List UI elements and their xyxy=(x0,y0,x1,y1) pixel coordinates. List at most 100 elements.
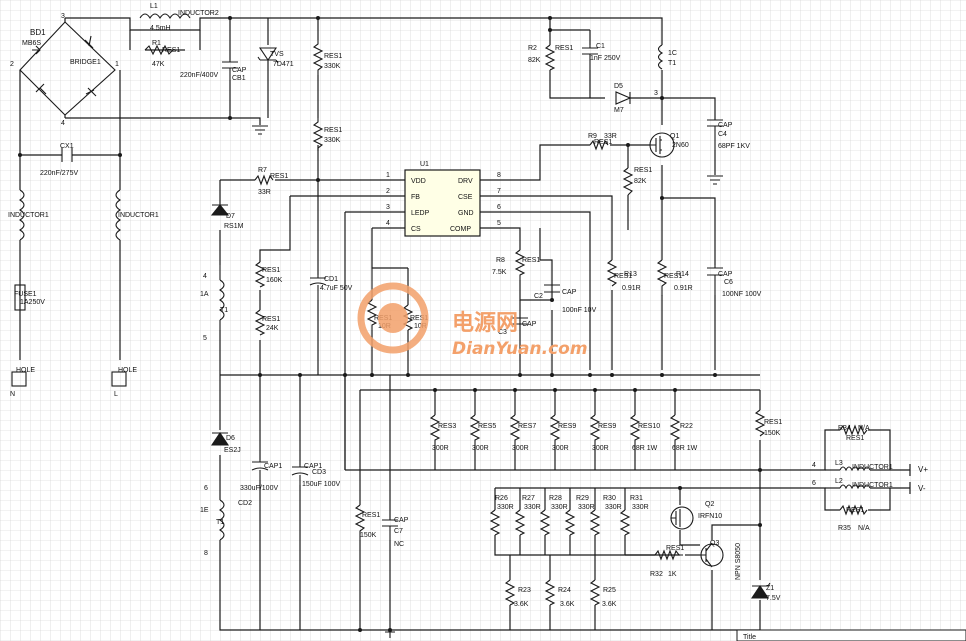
l1-value: 4.5mH xyxy=(150,25,171,32)
d5-value: M7 xyxy=(614,107,624,114)
c4-ref: C4 xyxy=(718,131,727,138)
cx1-value: 220nF/275V xyxy=(40,170,78,177)
l1-label: INDUCTOR2 xyxy=(178,10,219,17)
u1-num-3: 3 xyxy=(386,204,390,211)
cd2-value: 330uF/100V xyxy=(240,485,278,492)
resistor-fb-lower xyxy=(254,309,266,336)
resistor-output-bleed xyxy=(754,409,766,437)
resistor-r32 xyxy=(654,549,683,561)
r2-value: 82K xyxy=(528,57,541,64)
capacitor-cd1 xyxy=(309,275,327,300)
dummy-3-ref: RES9 xyxy=(558,423,576,430)
c1-value: 1nF 250V xyxy=(590,55,621,62)
u1-num-7: 7 xyxy=(497,188,501,195)
q2-ref: Q2 xyxy=(705,501,714,508)
resistor-r7 xyxy=(254,174,274,186)
u1-pin-cse: CSE xyxy=(458,194,473,201)
r1-ref: R1 xyxy=(152,40,161,47)
bank-2-ref: R28 xyxy=(549,495,562,502)
r8-value: 7.5K xyxy=(492,269,507,276)
t1bot-value: 1E xyxy=(200,507,209,514)
rtop2-ref: RES1 xyxy=(324,127,342,134)
mosfet-q1 xyxy=(649,132,675,158)
bank-1-ref: R27 xyxy=(522,495,535,502)
r32-value: 1K xyxy=(668,571,677,578)
r13-value: 0.91R xyxy=(622,285,641,292)
dummy-3-value: 300R xyxy=(552,445,569,452)
watermark xyxy=(357,282,429,354)
r7-value: 33R xyxy=(258,189,271,196)
bank-4-value: 330R xyxy=(605,504,622,511)
t1mid-ref: T1 xyxy=(220,307,228,314)
capacitor-c3 xyxy=(512,317,528,325)
cb1-label: CAP xyxy=(232,67,247,74)
dummy-2-ref: RES7 xyxy=(518,423,536,430)
bd1-value: MB6S xyxy=(22,40,41,47)
u1-num-6: 6 xyxy=(497,204,501,211)
bd1-ref: BD1 xyxy=(30,28,46,37)
cd3-value: 150uF 100V xyxy=(302,481,340,488)
cd3-ref: CD3 xyxy=(312,469,326,476)
small-0-value: 3.6K xyxy=(514,601,529,608)
junction-dots xyxy=(18,16,762,632)
tvs-diode xyxy=(257,47,279,64)
bd1-pin-left: 2 xyxy=(10,61,14,68)
cd1-value: 4.7uF 50V xyxy=(320,285,353,292)
t1bot-pin-b: 8 xyxy=(204,550,208,557)
resistor-small-bank xyxy=(504,579,601,606)
d7-ref: D7 xyxy=(226,213,235,220)
r1-label: RES1 xyxy=(162,47,180,54)
u1-num-8: 8 xyxy=(497,172,501,179)
d6-ref: D6 xyxy=(226,435,235,442)
u1-num-5: 5 xyxy=(497,220,501,227)
rcs2-ref: RES1 xyxy=(410,315,428,322)
dummy-load-resistors xyxy=(429,414,681,445)
t1top-ref: T1 xyxy=(668,60,676,67)
c6-ref: C6 xyxy=(724,279,733,286)
r7-label: RES1 xyxy=(270,173,288,180)
t1bot-ref: T1 xyxy=(216,519,224,526)
d5-ref: D5 xyxy=(614,83,623,90)
title-block xyxy=(736,629,966,641)
capacitor-cb1 xyxy=(222,60,238,80)
capacitor-c1 xyxy=(582,45,598,70)
dummy-4-value: 300R xyxy=(592,445,609,452)
r34-ref: R34 xyxy=(838,425,851,432)
r2-ref: R2 xyxy=(528,45,537,52)
rtop2-value: 330K xyxy=(324,137,341,144)
r32-label: RES1 xyxy=(666,545,684,552)
bank-5-value: 330R xyxy=(632,504,649,511)
t1top-pin-a: 1C xyxy=(668,50,677,57)
bd1-label: BRIDGE1 xyxy=(70,59,101,66)
transformer-secondary-winding xyxy=(218,499,225,541)
rout-ref: RES1 xyxy=(764,419,782,426)
u1-pin-drv: DRV xyxy=(458,178,473,185)
l2-label: INDUCTOR1 xyxy=(852,482,893,489)
rfb2-value: 24K xyxy=(266,325,279,332)
hole-n-label: HOLE xyxy=(16,367,35,374)
r14-value: 0.91R xyxy=(674,285,693,292)
rfb1-value: 160K xyxy=(266,277,283,284)
u1-pin-gnd: GND xyxy=(458,210,474,217)
zener-z1 xyxy=(750,582,771,599)
bank-2-value: 330R xyxy=(551,504,568,511)
tvs-ref: 7D471 xyxy=(273,61,294,68)
u1-num-2: 2 xyxy=(386,188,390,195)
resistor-r14 xyxy=(656,259,668,296)
resistor-start2 xyxy=(312,118,324,151)
u1-ref: U1 xyxy=(420,161,429,168)
cd1-ref: CD1 xyxy=(324,276,338,283)
watermark-en: DianYuan.com xyxy=(452,339,588,359)
hole-n xyxy=(11,371,27,387)
title-block-label: Title xyxy=(743,634,756,641)
dummy-0-ref: RES3 xyxy=(438,423,456,430)
r8-label: RES1 xyxy=(522,257,540,264)
capacitor-cd3 xyxy=(291,465,309,485)
small-2-value: 3.6K xyxy=(602,601,617,608)
resistor-r13 xyxy=(606,259,618,287)
rgate-value: 82K xyxy=(634,178,647,185)
rtop-ref: RES1 xyxy=(324,53,342,60)
r9-ref: R9 xyxy=(588,133,597,140)
c7-label: CAP xyxy=(394,517,409,524)
